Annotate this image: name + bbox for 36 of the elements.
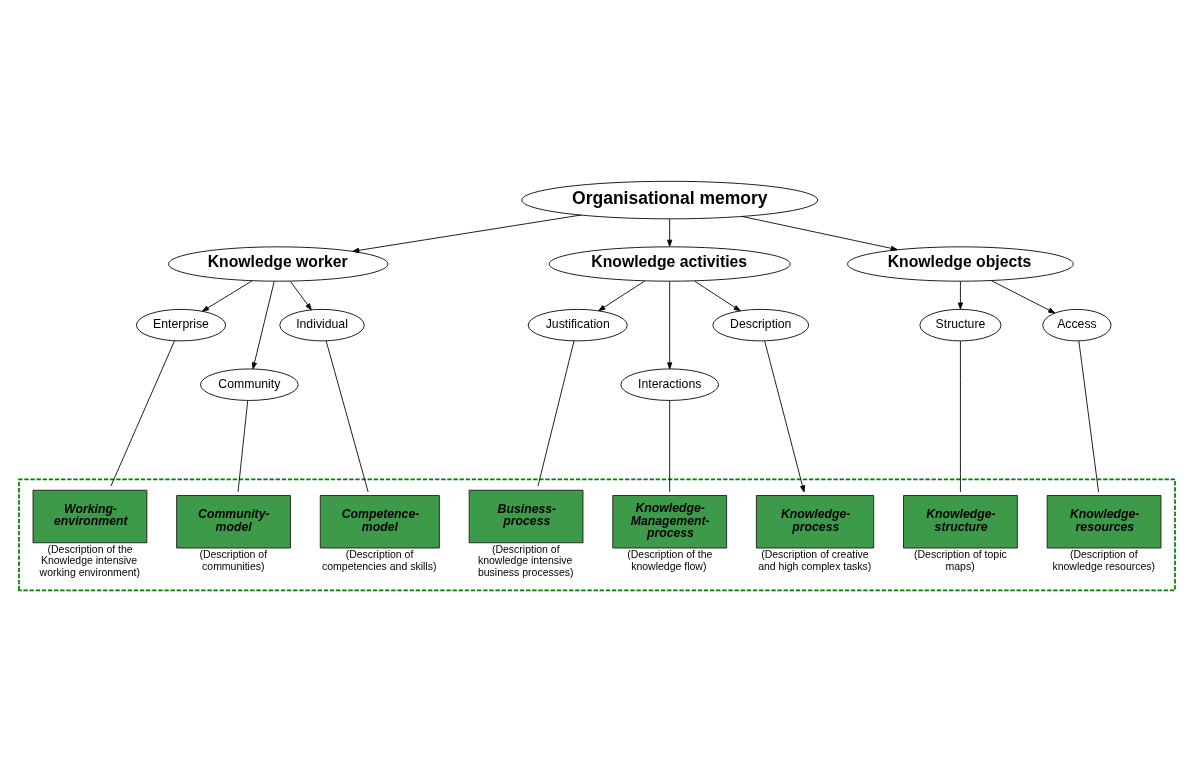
node-label: (Description of the Knowledge intensive working environment) xyxy=(39,542,140,578)
node-label: (Description of communities) xyxy=(199,547,268,572)
node-ellipse: Justification xyxy=(527,308,628,341)
connector xyxy=(537,340,575,486)
arrow xyxy=(957,280,964,309)
arrow xyxy=(667,218,673,247)
arrow xyxy=(741,215,898,251)
node-ellipse: Knowledge activities xyxy=(548,245,791,282)
connector xyxy=(325,340,369,492)
arrow xyxy=(694,280,741,311)
arrow xyxy=(991,279,1056,313)
node-label: (Description of competencies and skills) xyxy=(322,547,437,572)
connector xyxy=(110,340,175,486)
arrow xyxy=(352,214,582,253)
arrow xyxy=(598,280,645,311)
node-ellipse: Enterprise xyxy=(136,308,227,341)
node-ellipse: Individual xyxy=(279,308,365,341)
connector xyxy=(960,340,961,492)
arrow xyxy=(202,280,253,312)
node-ellipse: Community xyxy=(200,368,299,401)
cluster xyxy=(18,477,1176,591)
node-ellipse: Description xyxy=(712,308,810,341)
node-ellipse: Organisational memory xyxy=(521,180,819,219)
connector xyxy=(1078,340,1099,492)
node-ellipse: Interactions xyxy=(620,368,719,401)
node-ellipse: Structure xyxy=(919,308,1002,341)
arrow xyxy=(251,280,275,369)
node-label: (Description of knowledge intensive business processes) xyxy=(477,542,574,578)
arrow xyxy=(667,280,673,369)
node-label: (Description of knowledge resources) xyxy=(1052,547,1156,572)
connector xyxy=(669,399,671,492)
arrow xyxy=(290,280,312,310)
node-label: (Description of topic maps) xyxy=(914,547,1007,572)
node-label: (Description of the knowledge flow) xyxy=(627,547,713,572)
arrow xyxy=(764,340,806,492)
node-label: (Description of creative and high complex tasks) xyxy=(758,547,872,572)
